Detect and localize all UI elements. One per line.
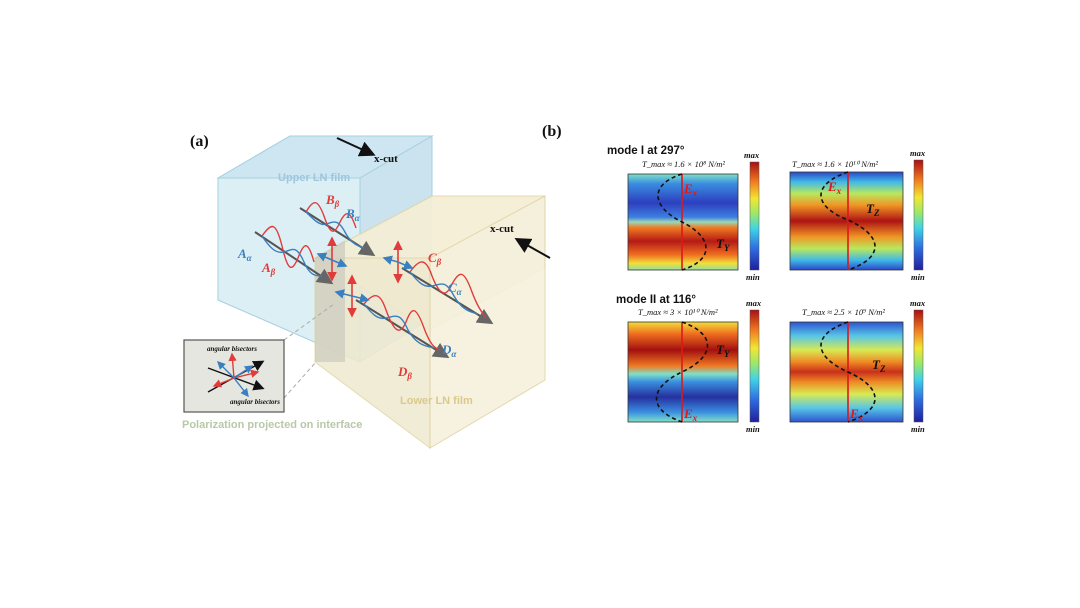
label-c-beta: Cβ: [428, 250, 442, 267]
xcut-top-arrow: [336, 137, 376, 157]
mode2-right-scale-min: min: [911, 424, 925, 434]
mode2-left-scale-min: min: [746, 424, 760, 434]
lower-film-label: Lower LN film: [400, 395, 473, 407]
inset-bottom-label: angular bisectors: [230, 398, 280, 406]
panel-a-label: (a): [190, 133, 209, 150]
mode1-left-plot: T_max ≈ 1.6 × 10⁸ N/m² Ex TY: [627, 159, 739, 271]
mode1-left-scale-max: max: [744, 150, 760, 160]
mode2-left-t-label: TY: [716, 342, 731, 359]
label-d-alpha: Dα: [441, 342, 457, 359]
mode2-right-field: [789, 321, 904, 423]
mode2-left-plot: T_max ≈ 3 × 10¹⁰ N/m² Ex TY: [627, 307, 739, 423]
mode2-left-ex-label: Ex: [683, 406, 698, 423]
inset-top-label: angular bisectors: [207, 345, 257, 353]
panel-b: (b) mode I at 297° T_max ≈ 1.6 × 10⁸ N/m…: [542, 123, 926, 434]
mode2-right-t-curve: [820, 321, 876, 423]
wave-a: Aβ Aα: [237, 225, 334, 285]
mode1-left-t-label: TY: [716, 236, 731, 253]
mode1-right-ex-label: Ex: [827, 179, 842, 196]
wave-b: Bβ Bα: [299, 192, 376, 257]
inset-caption: Polarization projected on interface: [182, 419, 362, 431]
panel-a: (a) Upper LN film Lower LN film x-cut x-…: [182, 133, 551, 449]
mode1-left-scale-min: min: [746, 272, 760, 282]
mode1-left-colorbar: max min: [744, 150, 760, 282]
mode1-right-tmax: T_max ≈ 1.6 × 10¹⁰ N/m²: [792, 159, 878, 169]
mode2-left-colorbar: max min: [746, 298, 762, 434]
mode1-right-plot: T_max ≈ 1.6 × 10¹⁰ N/m² Ex TZ: [789, 159, 904, 271]
wave-d: Dβ Dα: [355, 295, 457, 381]
wave-c: Cβ Cα: [401, 250, 494, 325]
mode1-right-field: [789, 171, 904, 271]
label-c-alpha: Cα: [448, 280, 463, 297]
mode1-right-colorbar: max min: [910, 148, 926, 282]
label-a-alpha: Aα: [237, 246, 253, 263]
xcut-top-label: x-cut: [374, 153, 398, 165]
mode1-left-t-curve: [657, 173, 707, 271]
label-b-alpha: Bα: [345, 206, 361, 223]
mode1-right-t-curve: [820, 171, 876, 271]
label-a-beta: Aβ: [261, 260, 276, 277]
mode2-right-ex-label: Ex: [849, 406, 864, 423]
mode2-right-scale-max: max: [910, 298, 926, 308]
mode1-left-tmax: T_max ≈ 1.6 × 10⁸ N/m²: [642, 159, 725, 169]
mode1-right-scale-max: max: [910, 148, 926, 158]
mode2-left-scale-max: max: [746, 298, 762, 308]
mode1-left-ex-label: Ex: [683, 181, 698, 198]
mode1-title: mode I at 297°: [607, 145, 685, 157]
upper-film-label: Upper LN film: [278, 172, 350, 184]
mode2-left-field: [627, 321, 739, 423]
label-b-beta: Bβ: [325, 192, 340, 209]
mode2-title: mode II at 116°: [616, 294, 696, 306]
xcut-right-arrow: [514, 238, 551, 259]
interface-polarization-markers: [316, 236, 414, 318]
xcut-right-label: x-cut: [490, 223, 514, 235]
mode2-right-colorbar: max min: [910, 298, 926, 434]
mode2-right-t-label: TZ: [872, 357, 886, 374]
mode2-left-tmax: T_max ≈ 3 × 10¹⁰ N/m²: [638, 307, 718, 317]
mode1-right-t-label: TZ: [866, 201, 880, 218]
polarization-inset: angular bisectors angular bisectors Pola…: [182, 303, 362, 431]
label-d-beta: Dβ: [397, 364, 412, 381]
panel-b-label: (b): [542, 123, 562, 140]
mode2-right-tmax: T_max ≈ 2.5 × 10⁹ N/m²: [802, 307, 885, 317]
mode1-right-scale-min: min: [911, 272, 925, 282]
mode2-right-plot: T_max ≈ 2.5 × 10⁹ N/m² Ex TZ: [789, 307, 904, 423]
